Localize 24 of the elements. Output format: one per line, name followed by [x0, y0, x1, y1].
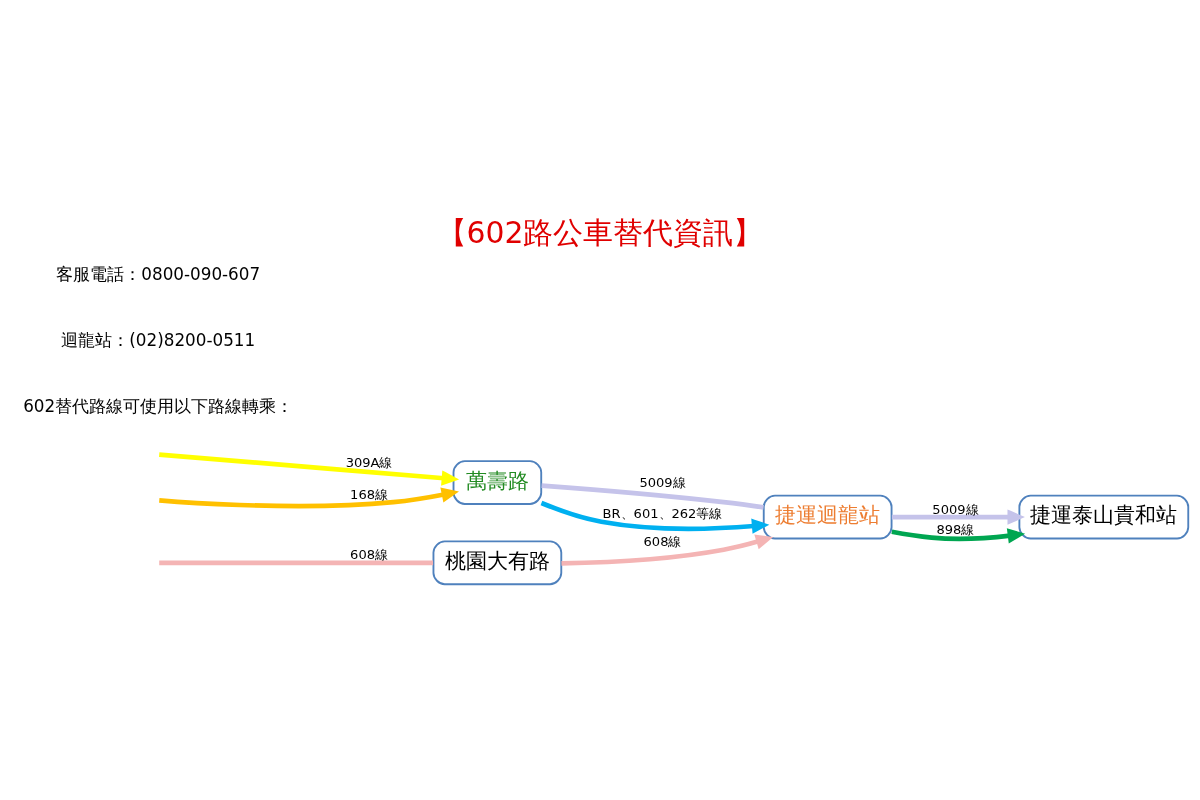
edge-label: 898線 — [936, 522, 975, 538]
label: 迴龍站：(02)8200-0511 — [61, 329, 256, 350]
node-box: 捷運迴龍站 — [762, 494, 893, 540]
arrow — [540, 500, 770, 534]
label: 客服電話：0800-090-607 — [56, 263, 261, 284]
node-box: 桃園大有路 — [432, 540, 563, 586]
arrow — [891, 528, 1026, 544]
arrow — [159, 487, 459, 509]
edge-label: 608線 — [643, 534, 682, 550]
edge-label: 309A線 — [345, 454, 393, 470]
edge-label: 5009線 — [639, 475, 686, 491]
edge-label: BR、601、262等線 — [602, 506, 723, 522]
connector — [159, 560, 434, 566]
arrow — [891, 509, 1025, 525]
connector — [541, 483, 764, 510]
arrow — [159, 452, 460, 486]
node-box: 萬壽路 — [452, 460, 543, 505]
diagram-title: 【602路公車替代資訊】 — [436, 215, 764, 251]
edge-label: 608線 — [350, 547, 389, 563]
label: 602替代路線可使用以下路線轉乘： — [23, 396, 294, 417]
node-box: 捷運泰山貴和站 — [1018, 494, 1190, 540]
edge-label: 5009線 — [932, 501, 979, 517]
edge-label: 168線 — [350, 486, 389, 502]
arrow — [561, 534, 774, 566]
